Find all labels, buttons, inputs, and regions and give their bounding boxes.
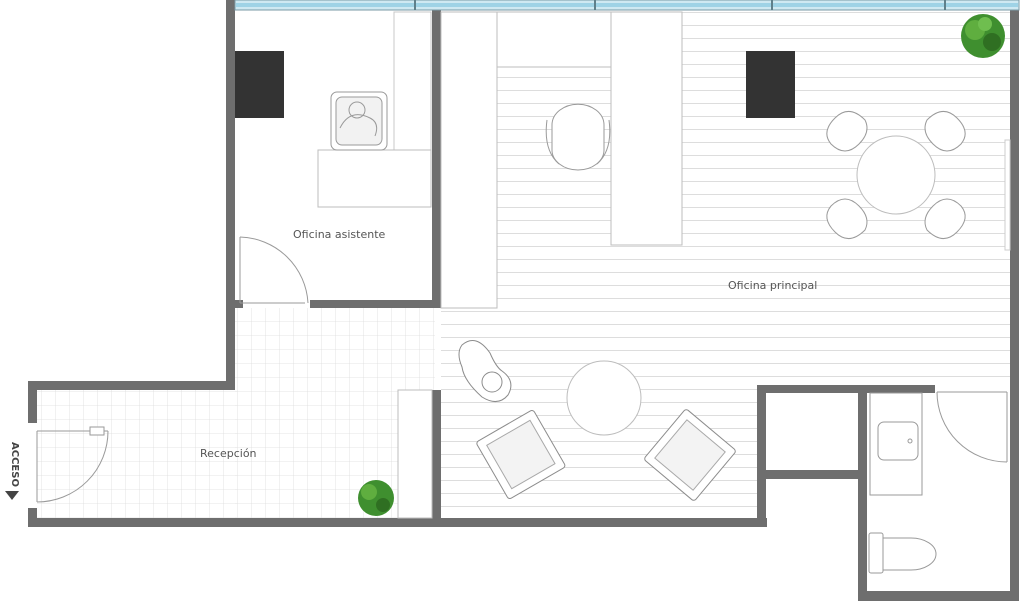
wall-assistant-right: [432, 10, 441, 308]
chair-icon: [826, 111, 966, 239]
desk-top: [496, 11, 612, 68]
chair-icon: [330, 91, 388, 151]
label-oficina-principal: Oficina principal: [728, 279, 817, 292]
reception: Recepción ACCESO: [5, 426, 394, 516]
wall-service-top: [757, 385, 935, 393]
wall-service-right: [858, 385, 867, 601]
shelf: [393, 11, 432, 153]
window-glass: [236, 3, 1018, 7]
window-strip: [234, 0, 1020, 11]
door-icon: [239, 236, 309, 304]
bathroom: [868, 391, 1008, 574]
wall-panel: [1004, 139, 1011, 251]
person-icon: [458, 340, 512, 402]
toilet-icon: [868, 532, 937, 574]
door-icon: [36, 426, 109, 503]
main-office: Oficina principal: [440, 11, 1011, 309]
table-icon: [566, 360, 642, 436]
sink-icon: [869, 392, 923, 496]
tv-screen-icon: [235, 51, 284, 118]
wall-bottom: [28, 518, 767, 527]
plant-icon: [961, 14, 1005, 58]
wall-reception-left-top: [28, 381, 37, 423]
label-acceso: ACCESO: [9, 442, 20, 487]
desk-icon: [317, 149, 432, 208]
wall-reception-left-bottom: [28, 508, 37, 527]
plant-icon: [358, 480, 394, 516]
cabinet: [440, 11, 498, 309]
lounge: [397, 340, 736, 519]
wall-lounge-left: [432, 390, 441, 527]
desk-icon: [610, 11, 683, 246]
armchair-icon: [476, 410, 566, 499]
wall-assistant-bottom: [310, 300, 440, 308]
wall-assistant-stub: [235, 300, 243, 308]
tv-screen-icon: [746, 51, 795, 118]
partition: [397, 389, 433, 519]
wall-service-mid: [757, 470, 867, 479]
label-recepcion: Recepción: [200, 447, 257, 460]
door-icon: [936, 391, 1008, 463]
wall-left-upper: [226, 0, 235, 390]
floor-reception: [37, 390, 237, 518]
table-icon: [856, 135, 936, 215]
armchair-icon: [644, 409, 736, 501]
walls: [28, 0, 1019, 601]
assistant-office: Oficina asistente: [235, 11, 432, 304]
entrance-arrow-icon: [5, 491, 19, 500]
chair-icon: [545, 103, 611, 171]
wall-bath-bottom: [858, 591, 1019, 601]
wall-reception-top: [28, 381, 235, 390]
floors: [37, 10, 1016, 591]
wall-service-left: [757, 385, 766, 527]
label-oficina-asistente: Oficina asistente: [293, 228, 386, 241]
wall-right: [1010, 10, 1019, 601]
